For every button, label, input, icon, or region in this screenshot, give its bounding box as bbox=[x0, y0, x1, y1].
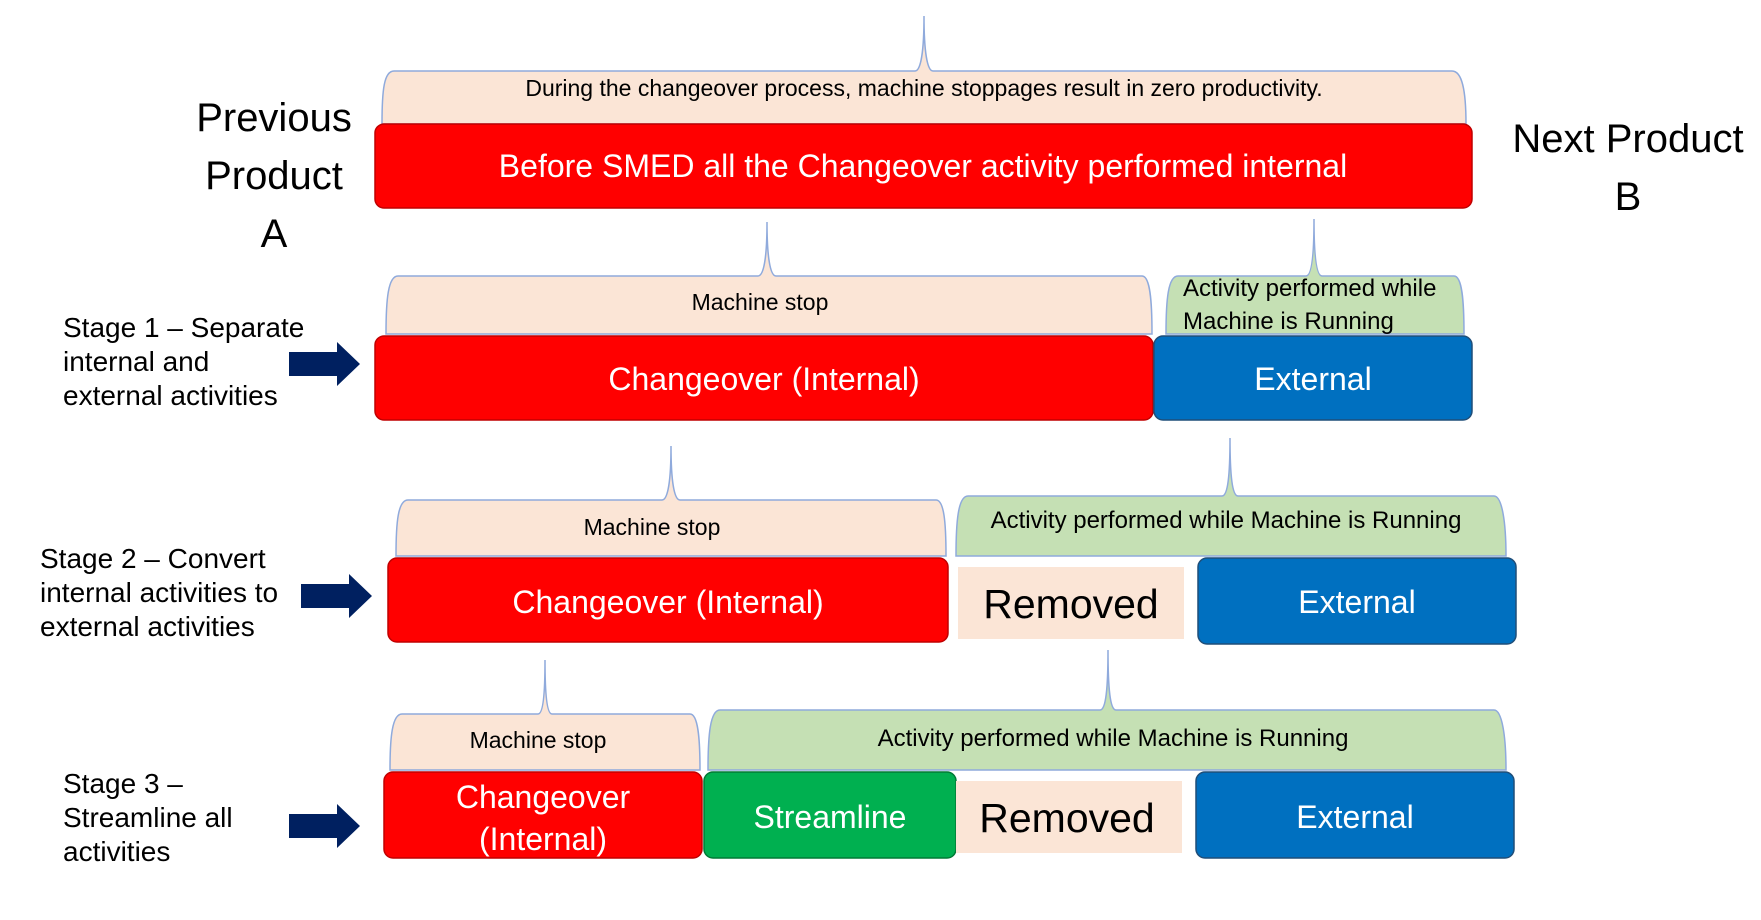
stage1-internal-label: Changeover (Internal) bbox=[608, 361, 919, 397]
stage2-external-label: External bbox=[1298, 584, 1415, 620]
stage1-run-note-line2: Machine is Running bbox=[1183, 308, 1394, 335]
stage1-stop-brace bbox=[385, 221, 1153, 335]
stage2-label-line2: internal activities to bbox=[40, 577, 278, 608]
stage1-stop-note: Machine stop bbox=[692, 289, 829, 315]
stage1-label-line3: external activities bbox=[63, 380, 278, 411]
top-note: During the changeover process, machine s… bbox=[525, 75, 1322, 101]
stage2-label-line1: Stage 2 – Convert bbox=[40, 543, 266, 574]
stage1-arrow bbox=[289, 342, 360, 386]
previous-product-line2: Product bbox=[205, 154, 343, 198]
stage3-removed-box bbox=[956, 781, 1182, 853]
stage2-run-note: Activity performed while Machine is Runn… bbox=[991, 507, 1462, 534]
stage2-removed-label: Removed bbox=[983, 581, 1158, 627]
next-product-line2: B bbox=[1615, 175, 1642, 219]
stage1-internal-box bbox=[374, 335, 1154, 421]
stage2-arrow bbox=[301, 574, 372, 618]
stage1-external-label: External bbox=[1254, 361, 1371, 397]
stage2-internal-box bbox=[387, 557, 949, 643]
stage3-external-box bbox=[1195, 771, 1515, 859]
stage3-label-line1: Stage 3 – bbox=[63, 768, 183, 799]
before-smed-label: Before SMED all the Changeover activity … bbox=[499, 148, 1347, 184]
stage1-external-box bbox=[1153, 335, 1473, 421]
stage2-label-line3: external activities bbox=[40, 611, 255, 642]
stage1-label-line1: Stage 1 – Separate bbox=[63, 312, 304, 343]
previous-product-line3: A bbox=[261, 212, 288, 256]
stage2-removed-box bbox=[958, 567, 1184, 639]
stage3-stop-note: Machine stop bbox=[470, 727, 607, 753]
stage3-internal-label-line1: Changeover bbox=[456, 779, 631, 815]
stage2-external-box bbox=[1197, 557, 1517, 645]
stage2-run-brace bbox=[955, 437, 1507, 557]
stage3-stop-brace bbox=[389, 659, 701, 771]
stage3-removed-label: Removed bbox=[979, 795, 1154, 841]
stage1-label-line2: internal and bbox=[63, 346, 209, 377]
stage1-run-brace bbox=[1165, 218, 1465, 335]
stage3-streamline-label: Streamline bbox=[754, 799, 907, 835]
stage3-run-note: Activity performed while Machine is Runn… bbox=[878, 725, 1349, 752]
previous-product-line1: Previous bbox=[196, 96, 352, 140]
stage3-internal-box bbox=[383, 771, 703, 859]
before-smed-box bbox=[374, 123, 1473, 209]
top-brace bbox=[381, 15, 1467, 125]
stage3-label-line2: Streamline all bbox=[63, 802, 233, 833]
stage2-stop-brace bbox=[395, 445, 947, 557]
stage3-arrow bbox=[289, 804, 360, 848]
stage1-run-note-line1: Activity performed while bbox=[1183, 275, 1436, 302]
stage3-external-label: External bbox=[1296, 799, 1413, 835]
stage2-stop-note: Machine stop bbox=[584, 514, 721, 540]
stage3-label-line3: activities bbox=[63, 836, 170, 867]
stage3-run-brace bbox=[707, 649, 1507, 771]
stage2-internal-label: Changeover (Internal) bbox=[512, 584, 823, 620]
next-product-line1: Next Product bbox=[1512, 117, 1743, 161]
stage3-internal-label-line2: (Internal) bbox=[479, 821, 607, 857]
